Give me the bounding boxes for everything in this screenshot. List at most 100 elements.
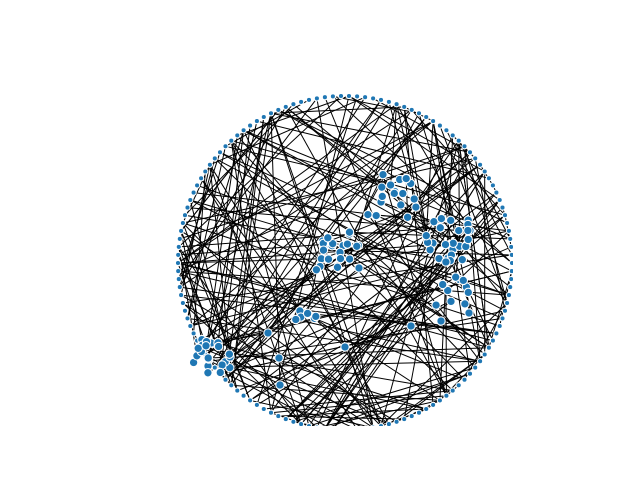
graph-edge — [179, 286, 497, 334]
graph-edge — [204, 135, 238, 355]
graph-edge — [256, 120, 490, 179]
graph-node — [401, 103, 408, 111]
graph-node — [267, 110, 275, 117]
graph-edge — [214, 157, 506, 312]
graph-edge — [376, 215, 427, 237]
graph-edge — [445, 130, 513, 256]
graph-node — [396, 200, 406, 210]
graph-node — [485, 344, 493, 351]
graph-node — [263, 328, 273, 338]
graph-edge — [225, 145, 391, 186]
graph-node — [282, 415, 289, 423]
graph-node — [371, 210, 381, 221]
graph-node — [290, 101, 297, 108]
graph-edge — [209, 164, 302, 425]
graph-edge — [177, 242, 454, 264]
graph-edge — [403, 218, 442, 420]
graph-edge — [190, 199, 321, 267]
graph-node — [215, 367, 226, 378]
graph-edge — [308, 373, 471, 426]
graph-node — [302, 308, 313, 319]
graph-node — [436, 397, 444, 404]
graph-node — [476, 358, 484, 365]
graph-edge — [182, 222, 251, 401]
graph-node — [291, 314, 301, 325]
graph-edge — [209, 96, 366, 166]
graph-node — [423, 113, 430, 121]
graph-node — [476, 161, 484, 168]
graph-node — [369, 95, 377, 102]
graph-node — [496, 196, 503, 204]
graph-node — [352, 241, 362, 252]
graph-node — [224, 349, 235, 359]
graph-edge — [270, 106, 405, 114]
graph-node — [338, 427, 343, 432]
graph-node — [464, 308, 474, 318]
graph-edge — [187, 207, 459, 232]
graph-edge — [229, 367, 427, 410]
graph-edge — [367, 214, 481, 362]
graph-node — [472, 364, 479, 371]
graph-node — [213, 341, 224, 352]
graph-node — [275, 106, 282, 114]
graph-node — [353, 93, 361, 100]
graph-node — [443, 392, 450, 399]
graph-node — [240, 392, 247, 399]
graph-node — [431, 300, 441, 310]
graph-node — [363, 209, 373, 220]
graph-edge — [256, 96, 358, 406]
graph-node — [455, 382, 462, 389]
graph-edge — [405, 178, 513, 264]
graph-node — [193, 343, 203, 354]
graph-edge — [200, 178, 301, 312]
graph-node — [337, 92, 345, 100]
node-layer — [174, 92, 513, 432]
graph-edge — [190, 259, 463, 327]
graph-node — [190, 189, 197, 196]
graph-node — [314, 424, 320, 426]
graph-node — [443, 127, 450, 134]
graph-node — [323, 425, 327, 426]
graph-node — [246, 122, 254, 129]
graph-node — [406, 321, 416, 331]
graph-node — [305, 422, 313, 426]
graph-node — [463, 234, 473, 245]
graph-edge — [237, 95, 350, 136]
graph-node — [363, 425, 367, 426]
graph-edge — [182, 222, 500, 327]
graph-edge — [236, 135, 333, 247]
graph-node — [408, 106, 415, 114]
graph-edge — [207, 113, 272, 359]
graph-edge — [309, 425, 318, 426]
graph-node — [415, 110, 423, 117]
graph-node — [253, 401, 261, 409]
graph-edge — [300, 267, 360, 318]
graph-edge — [479, 164, 494, 186]
graph-edge — [267, 249, 324, 334]
graph-edge — [200, 99, 382, 348]
graph-node — [501, 212, 509, 219]
graph-node — [181, 307, 189, 314]
graph-node — [461, 143, 468, 150]
graph-node — [429, 401, 437, 409]
graph-node — [507, 235, 513, 243]
graph-node — [408, 412, 415, 420]
graph-edge — [332, 243, 490, 349]
graph-node — [228, 137, 235, 144]
graph-node — [175, 243, 182, 251]
graph-node — [503, 219, 511, 227]
graph-edge — [178, 243, 333, 256]
graph-node — [393, 418, 400, 425]
graph-edge — [177, 262, 207, 346]
graph-node — [179, 299, 187, 307]
graph-edge — [193, 192, 509, 232]
graph-node — [415, 409, 423, 416]
graph-node — [275, 412, 282, 420]
graph-node — [493, 189, 500, 196]
graph-edge — [229, 353, 302, 425]
graph-node — [489, 182, 497, 189]
graph-edge — [323, 249, 512, 256]
graph-node — [318, 245, 329, 255]
graph-node — [481, 351, 488, 358]
